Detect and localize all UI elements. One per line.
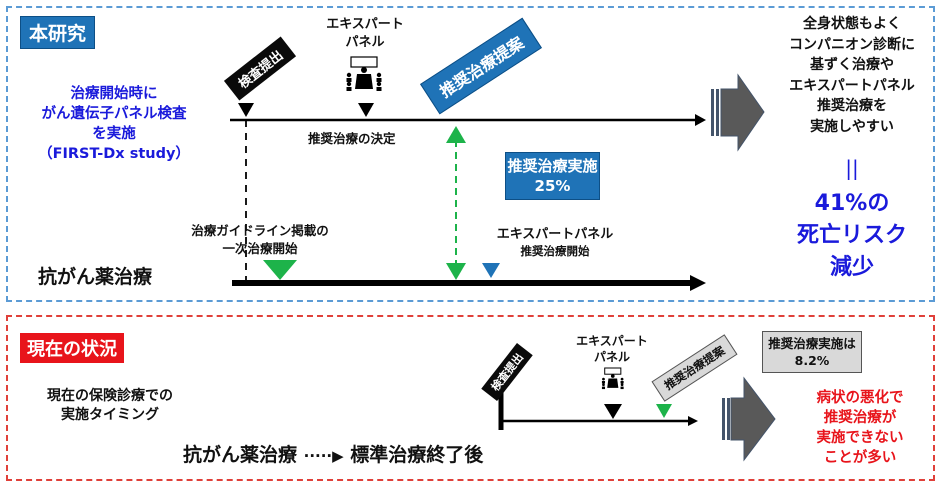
bottom-expert-panel-label-line: エキスパート xyxy=(576,334,648,348)
result-arrow-top xyxy=(711,73,765,152)
expert-panel-label-line: エキスパート xyxy=(326,17,404,32)
study-description: 治療開始時に がん遺伝子パネル検査 を実施 （FIRST-Dx study） xyxy=(14,84,214,164)
current-study-panel xyxy=(6,6,935,302)
risk-text-line: 死亡リスク xyxy=(796,223,907,248)
ep-treatment-start-marker xyxy=(482,263,500,278)
meeting-icon xyxy=(346,56,382,91)
result-text-line: 実施しやすい xyxy=(810,118,894,135)
result-arrow-bottom xyxy=(722,376,776,462)
bottom-result-line: 実施できない xyxy=(816,430,904,446)
insurance-timing-line: 実施タイミング xyxy=(61,407,159,423)
guideline-label: 治療ガイドライン掲載の 一次治療開始 xyxy=(185,222,335,258)
result-text-line: 基ずく治療や xyxy=(810,57,894,73)
expert-panel-marker xyxy=(358,103,374,117)
flow-from: 抗がん薬治療 xyxy=(183,444,298,466)
insurance-timing-text: 現在の保険診療での 実施タイミング xyxy=(20,387,200,425)
implementation-box: 推奨治療実施 25% xyxy=(505,152,600,200)
ep-start-label-line: エキスパートパネル xyxy=(496,227,614,242)
situation-tag: 現在の状況 xyxy=(20,333,124,363)
lower-timeline-arrowhead xyxy=(690,275,706,291)
ep-start-label: エキスパートパネル 推奨治療開始 xyxy=(480,226,630,260)
current-situation-panel xyxy=(6,315,935,481)
bottom-result-line: 病状の悪化で xyxy=(816,390,904,406)
bottom-expert-panel-label: エキスパート パネル xyxy=(566,333,658,365)
flow-to: 標準治療終了後 xyxy=(350,444,484,466)
result-text-line: コンパニオン診断に xyxy=(789,36,915,53)
insurance-timing-line: 現在の保険診療での xyxy=(47,388,173,404)
implementation-label: 推奨治療実施 xyxy=(507,157,598,175)
implementation-rate: 25% xyxy=(534,177,571,195)
treatment-label: 抗がん薬治療 xyxy=(38,266,153,288)
risk-reduction-text: 41%の 死亡リスク 減少 xyxy=(772,188,932,284)
result-text-line: 全身状態もよく xyxy=(803,16,901,32)
bottom-timeline-arrowhead xyxy=(688,416,698,426)
expert-panel-label-line: パネル xyxy=(345,35,385,50)
ep-start-label-line: 推奨治療開始 xyxy=(520,244,590,258)
risk-text-line: 減少 xyxy=(829,255,874,280)
result-text-line: 推奨治療を xyxy=(817,98,887,114)
expert-panel-label: エキスパート パネル xyxy=(310,16,420,52)
bottom-implementation-label: 推奨治療実施は xyxy=(768,336,856,351)
study-description-line: 治療開始時に xyxy=(70,86,158,102)
decision-label: 推奨治療の決定 xyxy=(308,131,396,146)
bottom-result-line: 推奨治療が xyxy=(823,410,897,426)
guideline-label-line: 一次治療開始 xyxy=(222,241,298,256)
study-tag: 本研究 xyxy=(20,16,96,49)
study-description-line: がん遺伝子パネル検査 xyxy=(41,106,187,122)
green-up-arrow xyxy=(446,126,466,143)
bottom-result-text: 病状の悪化で 推奨治療が 実施できない ことが多い xyxy=(790,388,930,468)
first-line-treatment-marker xyxy=(263,260,297,280)
bottom-result-line: ことが多い xyxy=(823,450,897,466)
submit-marker xyxy=(238,103,254,117)
green-down-arrow xyxy=(446,263,466,280)
flow-arrow: ·····▶ xyxy=(303,447,344,465)
bottom-expert-panel-label-line: パネル xyxy=(593,350,630,364)
risk-text-line: 41%の xyxy=(814,191,890,216)
bottom-implementation-box: 推奨治療実施は 8.2% xyxy=(762,331,862,373)
bottom-proposal-marker xyxy=(656,404,672,418)
study-description-line: を実施 xyxy=(92,126,136,142)
bottom-expert-panel-marker xyxy=(604,404,622,419)
guideline-label-line: 治療ガイドライン掲載の xyxy=(191,223,329,238)
result-text-line: エキスパートパネル xyxy=(789,77,915,94)
equals-sign: || xyxy=(845,156,859,180)
study-description-line: （FIRST-Dx study） xyxy=(38,146,190,162)
flow-text: 抗がん薬治療 ·····▶ 標準治療終了後 xyxy=(183,440,483,467)
bottom-implementation-rate: 8.2% xyxy=(794,353,830,368)
result-text: 全身状態もよく コンパニオン診断に 基ずく治療や エキスパートパネル 推奨治療を… xyxy=(772,14,932,137)
meeting-icon xyxy=(601,367,624,390)
upper-timeline-arrowhead xyxy=(695,114,706,126)
